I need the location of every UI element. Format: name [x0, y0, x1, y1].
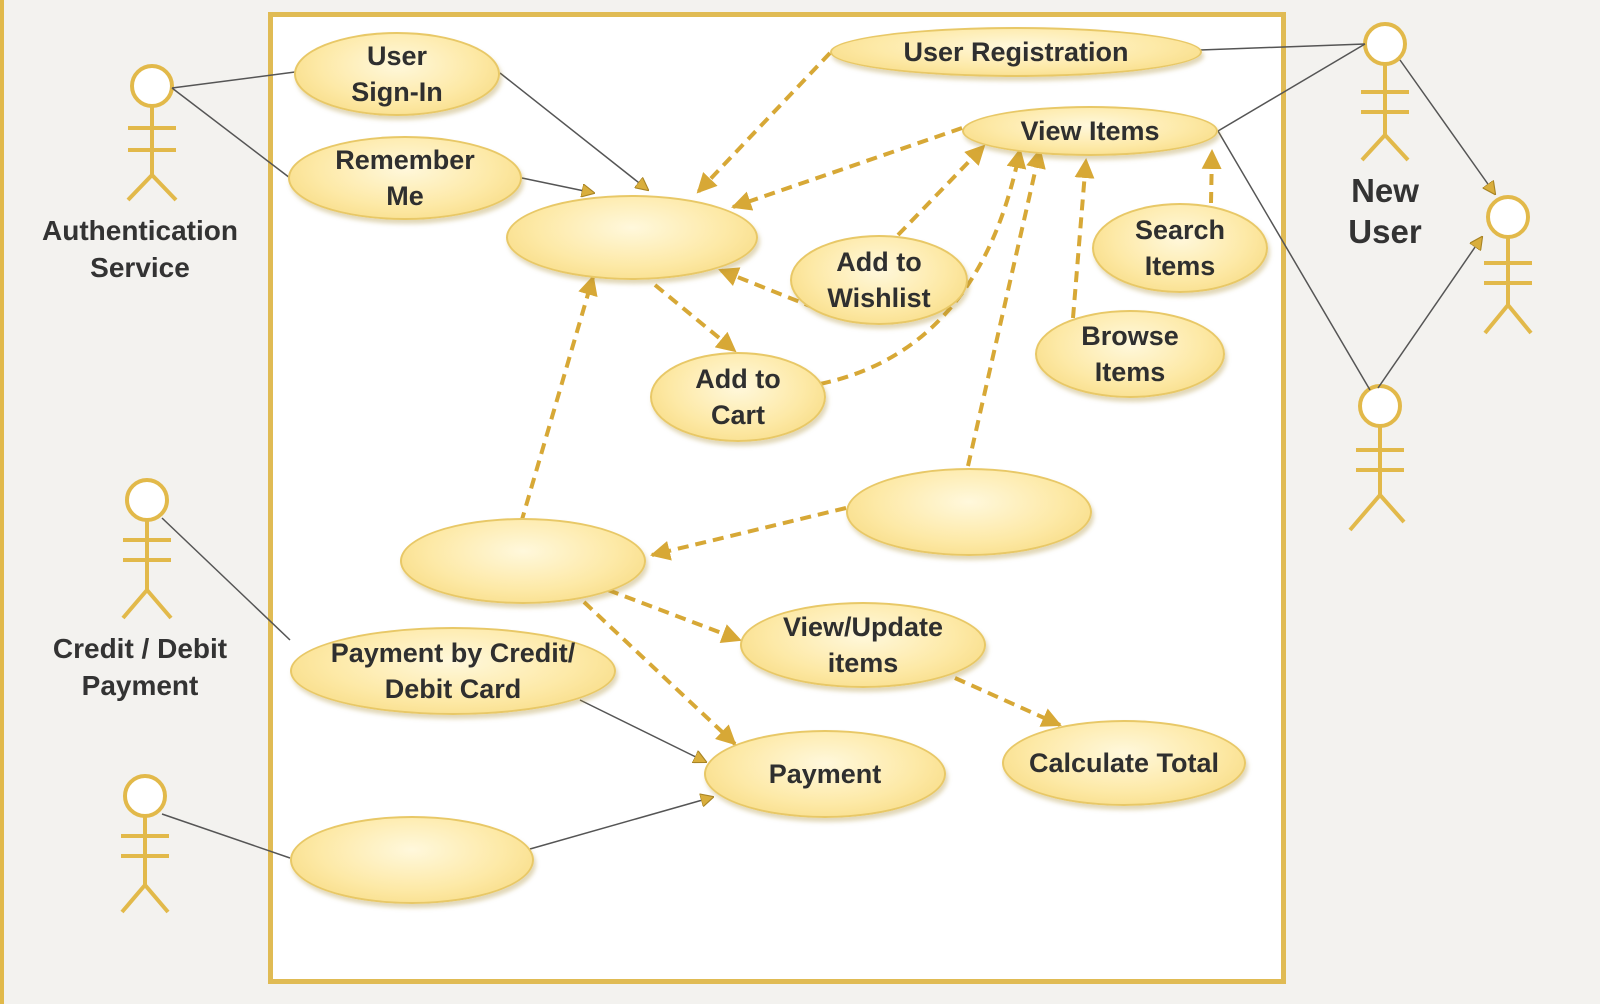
dash-search-viewitems [1201, 149, 1222, 204]
gen-guest-user [1377, 237, 1482, 389]
actor-registered-user-figure [1483, 195, 1533, 335]
assoc-auth-signin [171, 71, 296, 89]
dash-viewupdate-total [954, 676, 1062, 727]
actor-authentication-label: Authentication Service [42, 215, 238, 283]
gen-other-payment [529, 797, 713, 850]
actor-new-user-figure [1360, 22, 1410, 162]
dash-registration-login [696, 51, 832, 194]
dash-checkout-viewupdate [607, 588, 742, 643]
usecase-browse-items[interactable]: Browse Items [1035, 310, 1225, 398]
dash-checkout-payment [582, 600, 737, 746]
usecase-payment-other[interactable] [290, 816, 534, 904]
usecase-user-registration[interactable]: User Registration [830, 27, 1202, 77]
actor-credit-debit-figure [121, 478, 173, 620]
gen-remember-login [521, 177, 594, 193]
gen-signin-login [499, 72, 648, 190]
actor-authentication-figure [126, 64, 178, 202]
usecase-view-cart[interactable] [846, 468, 1092, 556]
dash-login-addtocart [653, 283, 737, 353]
gen-newuser-user [1399, 59, 1495, 194]
usecase-payment-by-card[interactable]: Payment by Credit/ Debit Card [290, 627, 616, 715]
usecase-calculate-total[interactable]: Calculate Total [1002, 720, 1246, 806]
usecase-search-items[interactable]: Search Items [1092, 203, 1268, 293]
assoc-newuser-registration [1199, 43, 1366, 51]
dash-addtocart-viewitems [819, 148, 1027, 386]
assoc-newuser-viewitems [1217, 43, 1366, 132]
gen-card-payment [579, 699, 706, 762]
usecase-view-update-items[interactable]: View/Update items [740, 602, 986, 688]
dash-browse-viewitems [1071, 158, 1095, 319]
dash-wishlist-viewitems [896, 144, 986, 237]
dash-checkout-login [519, 275, 598, 524]
usecase-checkout[interactable] [400, 518, 646, 604]
usecase-remember-me[interactable]: Remember Me [288, 136, 522, 220]
actor-guest-figure [1348, 384, 1406, 532]
dash-viewcart-checkout [650, 506, 847, 561]
assoc-auth-remember [171, 87, 291, 179]
actor-credit-debit-label: Credit / Debit Payment [52, 633, 228, 701]
usecase-user-sign-in[interactable]: User Sign-In [294, 32, 500, 116]
usecase-add-to-cart[interactable]: Add to Cart [650, 352, 826, 442]
usecase-add-to-wishlist[interactable]: Add to Wishlist [790, 235, 968, 325]
usecase-view-items[interactable]: View Items [962, 106, 1218, 156]
left-border-stripe [0, 0, 4, 1004]
usecase-login[interactable] [506, 195, 758, 280]
dash-viewcart-viewitems [966, 148, 1046, 467]
assoc-guest-viewitems [1217, 130, 1371, 391]
assoc-credit-card [161, 517, 291, 641]
actor-new-user-label: New User [1348, 172, 1422, 250]
usecase-payment[interactable]: Payment [704, 730, 946, 818]
actor-other-payment-figure [120, 774, 170, 914]
dash-viewitems-login [731, 126, 963, 211]
assoc-other-payment [161, 813, 291, 859]
